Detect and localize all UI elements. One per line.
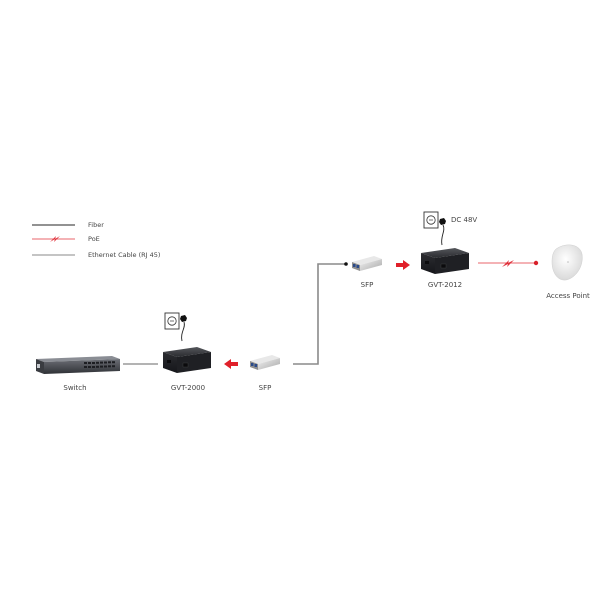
- sfp-left-module[interactable]: [250, 355, 280, 370]
- logo-icon: [37, 364, 40, 368]
- legend-ethernet-label: Ethernet Cable (RJ 45): [88, 251, 161, 259]
- legend-fiber-label: Fiber: [88, 221, 104, 229]
- arrow-left-icon: [224, 359, 238, 369]
- rj45-port: [182, 362, 189, 368]
- lightning-icon: [502, 260, 514, 267]
- sfp-right-module[interactable]: [352, 256, 382, 271]
- plug-icon: [439, 218, 446, 225]
- fiber-cable: [293, 263, 346, 365]
- power-outlet-icon: [423, 211, 446, 246]
- arrow-right-icon: [396, 260, 410, 270]
- fiber-endpoint-dot: [344, 262, 348, 266]
- dc-48v-label: DC 48V: [451, 216, 478, 224]
- gvt-2012-device[interactable]: [421, 248, 469, 274]
- lightning-icon: [50, 236, 60, 242]
- gvt-2000-device[interactable]: [163, 347, 211, 373]
- gvt-2000-label: GVT-2000: [170, 384, 206, 392]
- gvt-2012-label: GVT-2012: [427, 281, 463, 289]
- plug-icon: [180, 315, 187, 322]
- legend-poe-label: PoE: [88, 235, 100, 243]
- switch-device[interactable]: [36, 356, 120, 374]
- sfp-right-label: SFP: [360, 281, 374, 289]
- rj45-port: [440, 263, 447, 269]
- sfp-left-label: SFP: [258, 384, 272, 392]
- legend-poe-line: [32, 236, 75, 242]
- power-cord: [181, 321, 185, 342]
- poe-endpoint-dot: [533, 260, 539, 266]
- access-point-label: Access Point: [546, 292, 590, 300]
- access-point-device[interactable]: [551, 244, 583, 281]
- switch-label: Switch: [63, 384, 87, 392]
- power-cord: [441, 224, 445, 246]
- power-outlet-icon: [164, 312, 187, 342]
